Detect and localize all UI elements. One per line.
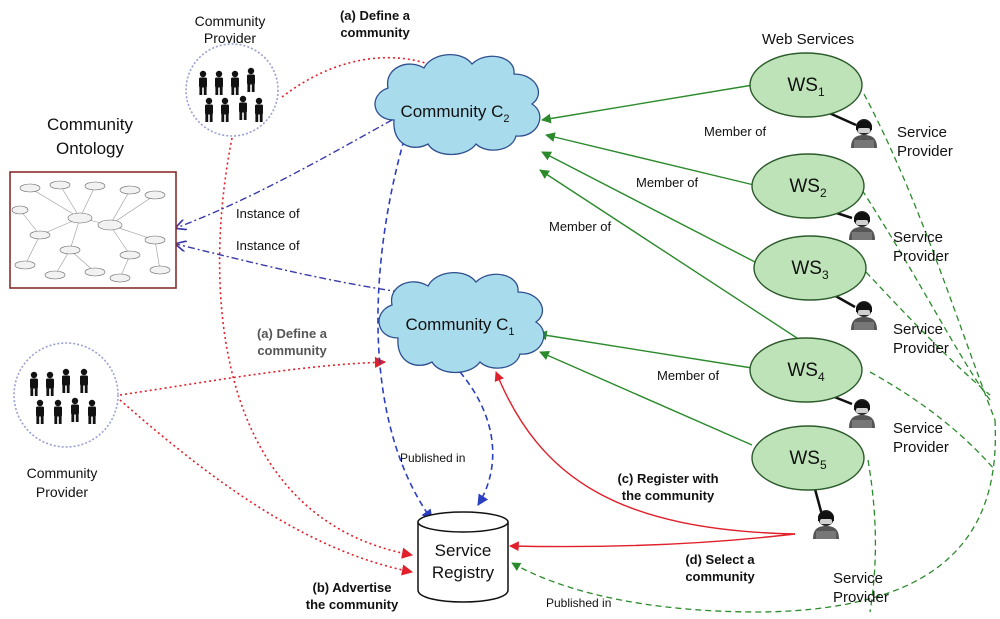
community-c2-cloud[interactable] <box>374 53 541 156</box>
c1-published-arrow <box>459 371 494 506</box>
service-provider-5-label-2: Provider <box>833 589 889 606</box>
service-provider-4-label-2: Provider <box>893 439 949 456</box>
service-registry-label-2: Registry <box>432 563 495 582</box>
ws3-member-arrow <box>541 151 756 263</box>
web-service-1-name: WS <box>787 75 818 96</box>
service-provider-3-label-1: Service <box>893 321 943 338</box>
define-community-mid-arrow <box>119 356 387 396</box>
define-top-label-1: (a) Define a <box>340 8 411 23</box>
web-service-5-subscript: 5 <box>820 458 827 472</box>
service-provider-3-label-2: Provider <box>893 340 949 357</box>
service-provider-4-icon <box>849 399 875 428</box>
ws4-member-arrow <box>537 330 753 369</box>
service-provider-2-icon <box>849 211 875 240</box>
register-label-1: (c) Register with <box>617 471 718 486</box>
community-c1-label: Community C1 <box>405 315 514 338</box>
instance-of-label-2: Instance of <box>236 238 300 253</box>
web-service-2-label: WS2 <box>789 176 827 200</box>
member-of-label-2: Member of <box>636 175 699 190</box>
published-in-label-1: Published in <box>400 451 465 465</box>
service-provider-4-label-1: Service <box>893 420 943 437</box>
advertise-bottom-arrow <box>119 399 414 576</box>
web-services-title: Web Services <box>762 31 854 48</box>
define-mid-label-2: community <box>257 343 327 358</box>
service-registry-cylinder[interactable] <box>417 511 509 603</box>
service-provider-5-label-1: Service <box>833 570 883 587</box>
web-service-2[interactable]: WS2 <box>751 153 865 219</box>
community-c2-label: Community C2 <box>400 102 509 125</box>
web-service-4[interactable]: WS4 <box>749 337 863 403</box>
community-provider-bottom-label-1: Community <box>27 465 98 481</box>
community-provider-top-label-2: Provider <box>204 30 256 46</box>
web-service-1[interactable]: WS1 <box>749 52 863 118</box>
web-service-5-label: WS5 <box>789 448 827 472</box>
web-service-4-name: WS <box>787 360 818 381</box>
c1-instance-arrow <box>176 244 401 293</box>
service-provider-1-label-2: Provider <box>897 143 953 160</box>
ws5-member-arrow <box>539 351 753 446</box>
service-provider-2-label-1: Service <box>893 229 943 246</box>
web-service-3-name: WS <box>791 258 822 279</box>
ontology-graph-image <box>9 171 177 289</box>
instance-of-label-1: Instance of <box>236 206 300 221</box>
register-label-2: the community <box>622 488 715 503</box>
ws-published-lines <box>861 93 996 613</box>
web-service-1-label: WS1 <box>787 75 825 99</box>
ws4-to-c2-arrow <box>539 169 801 341</box>
web-service-3[interactable]: WS3 <box>753 235 867 301</box>
c2-instance-arrow <box>176 119 393 228</box>
advertise-label-2: the community <box>306 597 399 612</box>
ontology-title-2: Ontology <box>56 139 125 158</box>
web-service-4-label: WS4 <box>787 360 825 384</box>
define-top-label-2: community <box>340 25 410 40</box>
service-provider-1-label-1: Service <box>897 124 947 141</box>
service-provider-2-label-2: Provider <box>893 248 949 265</box>
member-of-label-1: Member of <box>704 124 767 139</box>
select-label-1: (d) Select a <box>685 552 755 567</box>
register-arrow <box>494 371 796 535</box>
web-service-5-name: WS <box>789 448 820 469</box>
select-label-2: community <box>685 569 755 584</box>
member-of-label-4: Member of <box>657 368 720 383</box>
define-community-top-arrow <box>281 56 446 98</box>
ws1-member-arrow <box>541 84 754 124</box>
web-service-3-label: WS3 <box>791 258 829 282</box>
community-provider-bottom <box>13 342 119 448</box>
advertise-label-1: (b) Advertise <box>313 580 392 595</box>
web-service-2-subscript: 2 <box>820 186 827 200</box>
select-arrow <box>509 533 796 552</box>
published-in-label-2: Published in <box>546 596 611 610</box>
service-provider-3-icon <box>851 301 877 330</box>
define-mid-label-1: (a) Define a <box>257 326 328 341</box>
ws2-member-arrow <box>545 132 755 186</box>
c2-published-arrow <box>377 139 433 521</box>
web-service-1-subscript: 1 <box>818 85 825 99</box>
community-provider-top-label-1: Community <box>195 13 266 29</box>
community-provider-top <box>185 43 279 137</box>
ws-published-arrow <box>511 419 997 613</box>
community-c1-cloud[interactable] <box>378 271 545 374</box>
service-registry-label-1: Service <box>435 541 492 560</box>
community-c1-subscript: 1 <box>508 326 514 338</box>
member-of-label-3: Member of <box>549 219 612 234</box>
web-service-4-subscript: 4 <box>818 370 825 384</box>
web-service-2-name: WS <box>789 176 820 197</box>
community-c2-subscript: 2 <box>503 113 509 125</box>
community-provider-bottom-label-2: Provider <box>36 484 88 500</box>
web-service-5[interactable]: WS5 <box>751 425 865 491</box>
ontology-title-1: Community <box>47 115 133 134</box>
service-provider-5-icon <box>813 510 839 539</box>
web-service-3-subscript: 3 <box>822 268 829 282</box>
